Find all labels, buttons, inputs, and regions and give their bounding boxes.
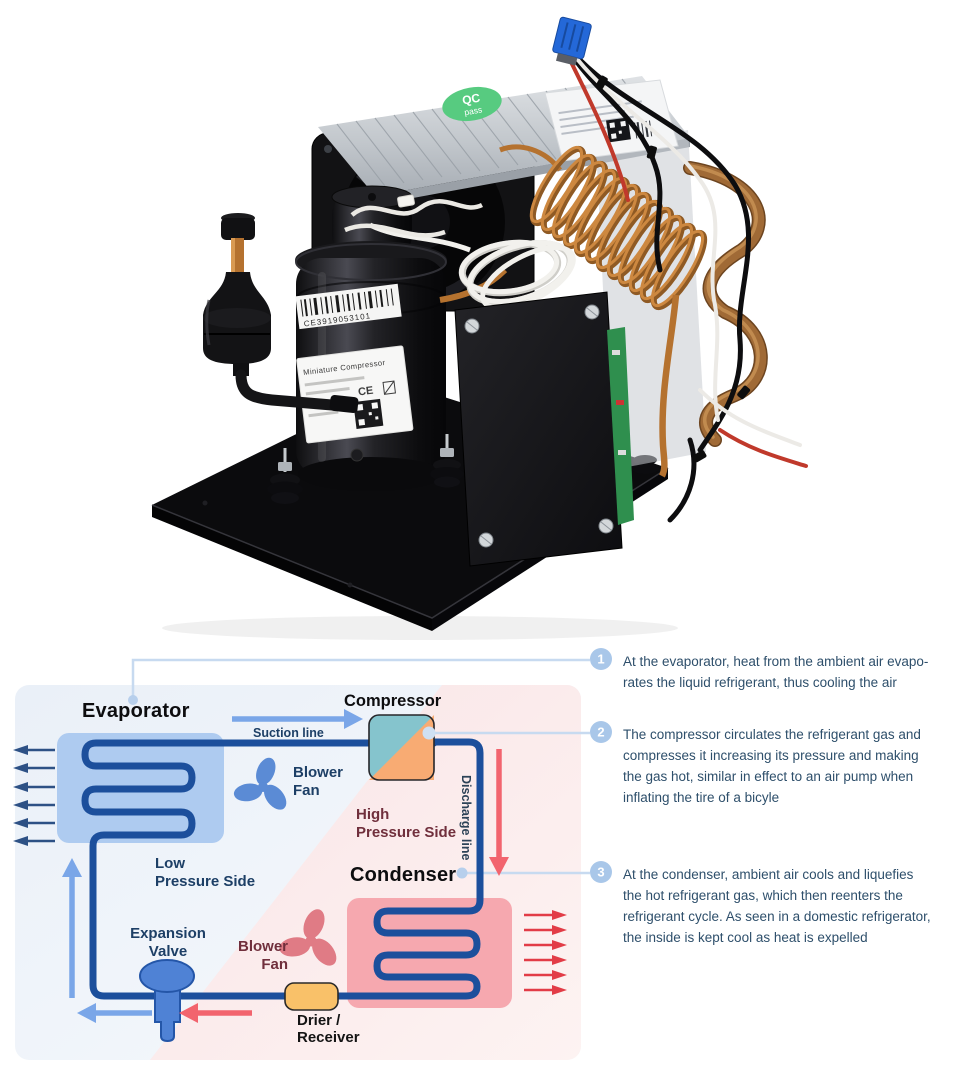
wiring-harness — [566, 54, 808, 523]
drier-receiver-symbol — [284, 982, 339, 1011]
blower-fan-evaporator-label: Blower Fan — [293, 764, 344, 799]
photo-shadow — [162, 616, 678, 640]
white-wires — [344, 199, 484, 238]
badge-number: 1 — [597, 652, 604, 667]
cold-flow-left-arrow — [77, 1003, 152, 1023]
badge-number: 2 — [597, 725, 604, 740]
copper-serpentine — [683, 161, 768, 447]
suction-line-label: Suction line — [253, 726, 324, 740]
compressor-photo: CE3919053101 Miniature Compressor CE — [295, 185, 508, 491]
accumulator-muffler — [203, 213, 359, 414]
barcode-label: CE3919053101 — [295, 283, 402, 330]
vibration-mount — [430, 434, 464, 488]
qc-pass-sticker: QC pass — [442, 86, 502, 122]
ce-mark: CE — [357, 385, 374, 399]
product-photo: QC pass — [151, 16, 808, 640]
weee-icon — [382, 380, 396, 395]
discharge-flow-arrow — [489, 749, 509, 876]
annotation-text-1: At the evaporator, heat from the ambient… — [623, 654, 929, 690]
wire-connector — [397, 194, 415, 208]
vibration-mount — [267, 448, 303, 504]
blower-fan-condenser-label: Blower Fan — [237, 938, 288, 973]
blower-fan-evaporator-icon — [233, 757, 287, 810]
annotation-badge-3: 3 — [590, 861, 612, 883]
liquid-return-up-arrow — [62, 858, 82, 998]
blue-connector — [552, 16, 592, 66]
compressor-nameplate: Miniature Compressor CE — [296, 345, 414, 444]
annotation-badge-1: 1 — [590, 648, 612, 670]
condenser-label: Condenser — [350, 864, 457, 886]
annotation-badge-2: 2 — [590, 721, 612, 743]
copper-coil — [499, 144, 708, 478]
callout-dots — [128, 695, 468, 879]
suction-flow-arrow — [232, 709, 363, 729]
expansion-valve-label: Expansion Valve — [130, 925, 206, 960]
expansion-valve-symbol — [139, 959, 195, 1043]
controller-cover — [454, 291, 634, 567]
annotation-text-3: At the condenser, ambient air cools and … — [623, 867, 931, 945]
compressor-label: Compressor — [344, 692, 442, 710]
warm-flow-left-arrow — [179, 1003, 252, 1023]
badge-number: 3 — [597, 865, 604, 880]
cold-air-out-arrows — [13, 745, 55, 846]
high-pressure-side-label: High Pressure Side — [356, 806, 457, 841]
zip-tie — [595, 75, 751, 463]
hot-air-out-arrows — [524, 910, 567, 995]
refrigeration-cycle-diagram: 1 2 3 — [13, 648, 612, 1060]
low-pressure-side-label: Low Pressure Side — [155, 855, 256, 890]
annotation-text-2: The compressor circulates the refrigeran… — [623, 727, 921, 805]
drier-receiver-label: Drier / Receiver — [297, 1012, 360, 1046]
qc-text: QC — [461, 91, 481, 108]
compressor-symbol — [368, 714, 435, 781]
evaporator-label: Evaporator — [82, 700, 190, 722]
pcb-edge — [607, 327, 634, 525]
blower-fan-condenser-icon — [279, 909, 337, 966]
discharge-line-label: Discharge line — [459, 775, 473, 861]
qc-pass-text: pass — [463, 104, 482, 117]
cover-screws — [464, 304, 614, 548]
